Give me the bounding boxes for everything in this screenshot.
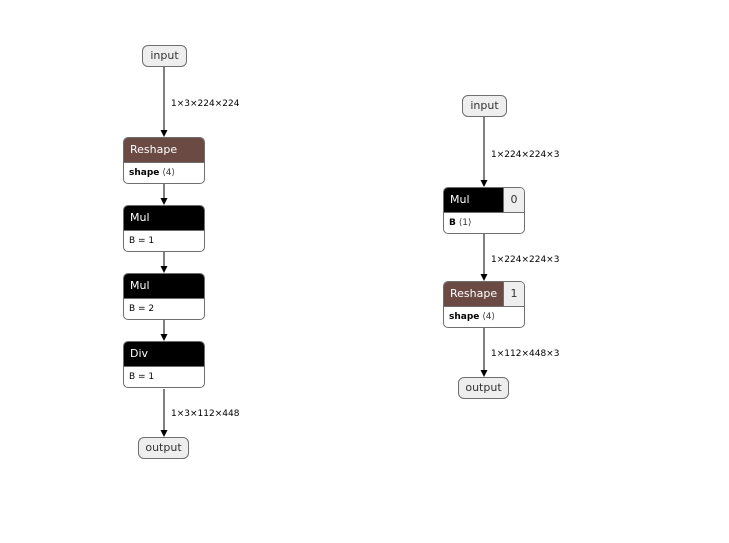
- right-reshape-label: Reshape: [444, 282, 503, 306]
- right-reshape-attr: shape ⟨4⟩: [444, 306, 524, 327]
- right-output-node[interactable]: output: [458, 377, 509, 399]
- right-output-label: output: [465, 381, 502, 394]
- right-reshape-attr-name: shape: [449, 312, 480, 322]
- left-input-node[interactable]: input: [142, 45, 187, 67]
- edge-label-left-in: 1×3×224×224: [171, 99, 240, 109]
- edge-label-left-out: 1×3×112×448: [171, 409, 240, 419]
- left-reshape-node[interactable]: Reshape shape ⟨4⟩: [123, 137, 205, 184]
- left-mul1-attr: B = 1: [124, 230, 204, 251]
- left-reshape-attr-value: ⟨4⟩: [162, 168, 176, 178]
- right-mul-attr-name: B: [449, 218, 456, 228]
- left-input-label: input: [150, 49, 179, 62]
- edge-label-right-in: 1×224×224×3: [491, 150, 559, 160]
- left-div-attr: B = 1: [124, 366, 204, 387]
- right-mul-node[interactable]: Mul 0 B ⟨1⟩: [443, 187, 525, 234]
- right-reshape-node[interactable]: Reshape 1 shape ⟨4⟩: [443, 281, 525, 328]
- left-mul1-node[interactable]: Mul B = 1: [123, 205, 205, 252]
- right-reshape-attr-value: ⟨4⟩: [482, 312, 496, 322]
- left-mul2-label: Mul: [124, 274, 204, 298]
- edge-label-right-out: 1×112×448×3: [491, 349, 559, 359]
- left-output-label: output: [145, 441, 182, 454]
- left-reshape-attr: shape ⟨4⟩: [124, 162, 204, 183]
- left-output-node[interactable]: output: [138, 437, 189, 459]
- left-div-node[interactable]: Div B = 1: [123, 341, 205, 388]
- right-mul-index: 0: [503, 188, 524, 212]
- right-mul-label: Mul: [444, 188, 503, 212]
- left-reshape-attr-name: shape: [129, 168, 160, 178]
- right-mul-attr: B ⟨1⟩: [444, 212, 524, 233]
- right-input-node[interactable]: input: [462, 95, 507, 117]
- right-mul-attr-value: ⟨1⟩: [458, 218, 472, 228]
- left-mul2-attr: B = 2: [124, 298, 204, 319]
- left-mul2-node[interactable]: Mul B = 2: [123, 273, 205, 320]
- left-div-label: Div: [124, 342, 204, 366]
- right-reshape-index: 1: [503, 282, 524, 306]
- right-input-label: input: [470, 99, 499, 112]
- left-mul1-label: Mul: [124, 206, 204, 230]
- edge-label-right-mid: 1×224×224×3: [491, 255, 559, 265]
- left-reshape-label: Reshape: [124, 138, 204, 162]
